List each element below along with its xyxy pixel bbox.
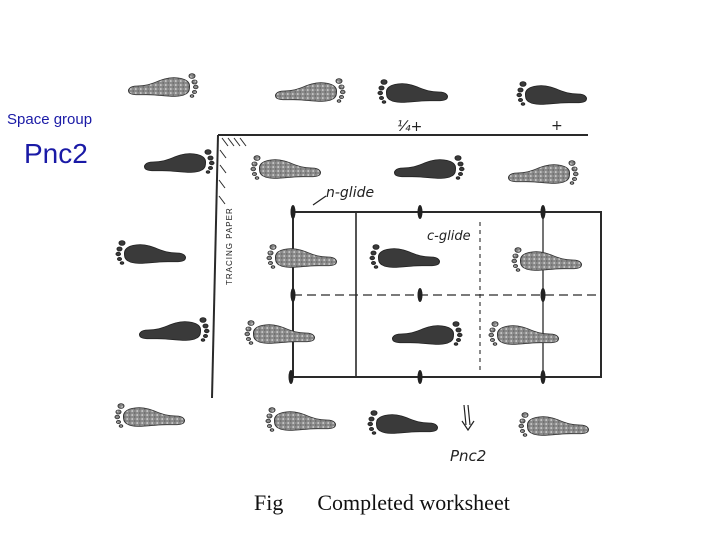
space-group-label: Space group: [7, 111, 93, 128]
footprint-light: [274, 77, 346, 104]
footprint-light: [266, 243, 338, 270]
footprint-light: [518, 411, 590, 438]
footprints: [114, 72, 590, 438]
caption-fig-label: Fig: [254, 490, 284, 515]
footprint-dark: [369, 243, 441, 270]
n-glide-annotation: n-glide: [312, 185, 374, 206]
footprint-light: [488, 320, 560, 347]
result-space-group-label: Pnc2: [450, 447, 486, 465]
footprint-light: [244, 319, 316, 346]
footprint-dark: [377, 78, 449, 105]
footprint-dark: [138, 316, 210, 343]
glide-mark: [290, 288, 296, 302]
c-glide-label: c-glide: [427, 229, 471, 244]
glide-mark: [540, 370, 546, 384]
footprint-dark: [367, 409, 439, 436]
space-group-symbol: Pnc2: [24, 138, 88, 169]
footprint-light: [265, 406, 337, 433]
footprint-dark: [391, 320, 463, 347]
caption-text: Completed worksheet: [317, 490, 510, 515]
quarter-height-label: ¼+: [397, 119, 422, 135]
glide-mark: [290, 205, 296, 219]
glide-mark: [540, 205, 546, 219]
footprint-dark: [143, 148, 215, 175]
frame-hatching: [218, 137, 247, 205]
glide-mark: [417, 288, 423, 302]
tracing-paper-label: TRACING PAPER: [225, 207, 234, 285]
footprint-dark: [516, 80, 588, 107]
footprint-light: [250, 154, 322, 181]
glide-mark: [417, 205, 423, 219]
footprint-dark: [393, 154, 465, 181]
footprint-dark: [115, 239, 187, 266]
figure-caption: Fig Completed worksheet: [254, 490, 510, 516]
glide-mark: [417, 370, 423, 384]
glide-mark: [540, 288, 546, 302]
tracing-paper-frame: [211, 134, 588, 399]
plus-label: +: [551, 118, 563, 134]
n-glide-label: n-glide: [326, 185, 374, 201]
c-glide-annotation: c-glide: [427, 229, 471, 244]
glide-mark: [288, 370, 294, 384]
footprint-light: [507, 159, 579, 186]
footprint-light: [511, 246, 583, 273]
footprint-light: [127, 72, 199, 99]
result-annotation: Pnc2: [450, 404, 486, 465]
footprint-light: [114, 402, 186, 429]
symmetry-marks: [288, 205, 546, 384]
